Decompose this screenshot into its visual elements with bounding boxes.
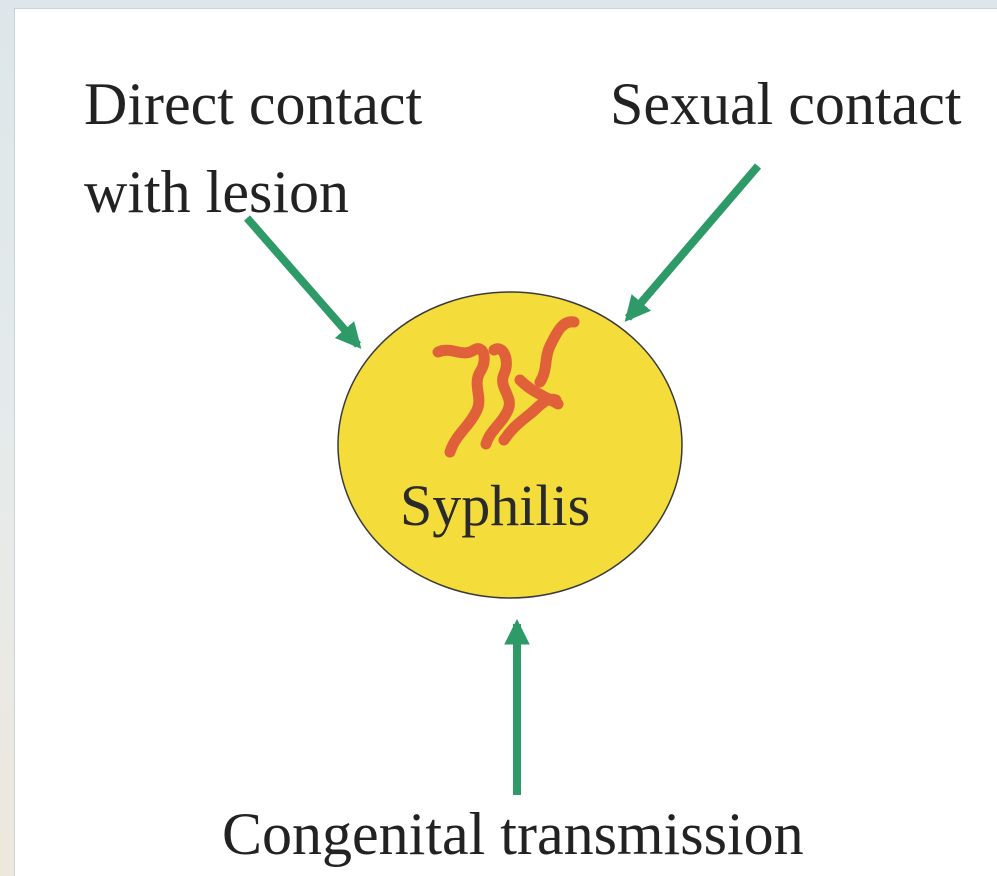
arrow-direct-contact [247, 218, 358, 345]
direct-contact-label: Direct contact with lesion [84, 60, 422, 236]
syphilis-circle [338, 292, 682, 598]
sexual-contact-label: Sexual contact [610, 60, 962, 148]
syphilis-label: Syphilis [400, 466, 590, 546]
arrow-sexual-contact [628, 166, 758, 318]
congenital-transmission-label: Congenital transmission [222, 790, 804, 876]
